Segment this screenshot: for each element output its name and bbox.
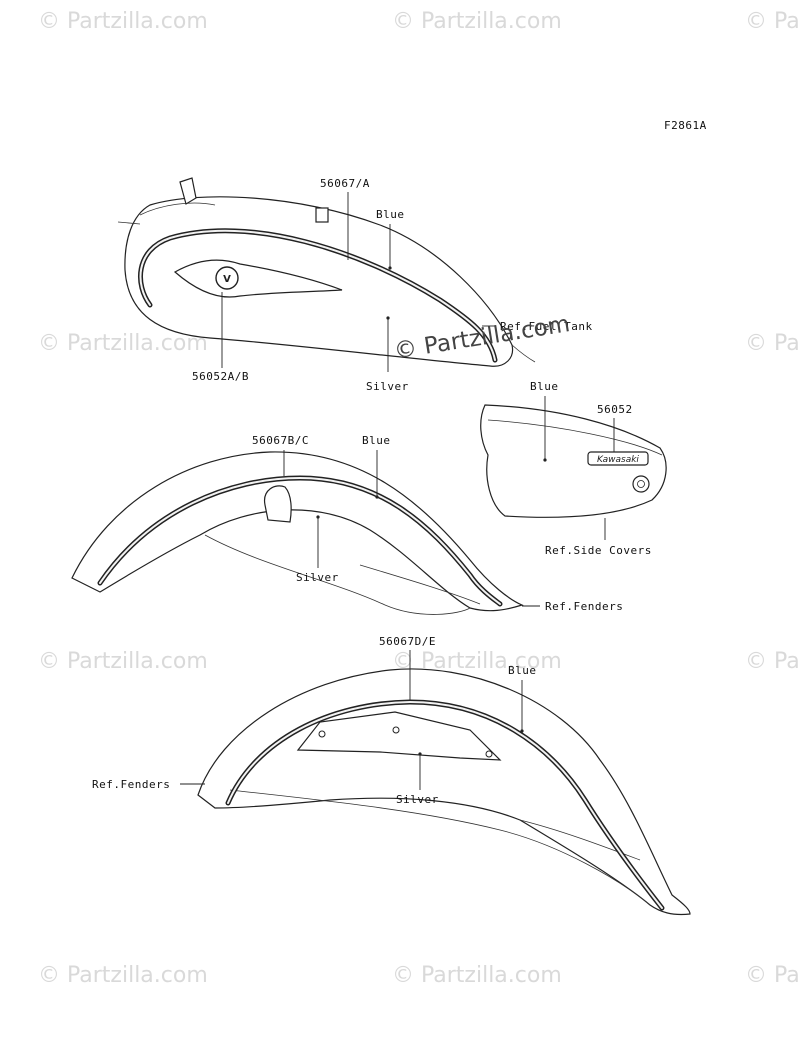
watermark-text: © Partzilla.com xyxy=(745,963,800,988)
front-fender-ref-label: Ref.Fenders xyxy=(545,600,623,613)
front-fender-silver-label: Silver xyxy=(296,571,339,584)
side-cover-logo-text: Kawasaki xyxy=(597,455,639,465)
rear-fender-part-number: 56067D/E xyxy=(379,635,436,648)
rear-fender-ref-label: Ref.Fenders xyxy=(92,778,170,791)
tank-part-number: 56067/A xyxy=(320,177,370,190)
rear-fender-callouts: 56067D/E Blue Silver Ref.Fenders xyxy=(92,635,537,806)
watermark-text: © Partzilla.com xyxy=(38,331,208,356)
watermark-text: © Partzilla.com xyxy=(392,963,562,988)
front-fender-blue-label: Blue xyxy=(362,434,391,447)
tank-silver-label: Silver xyxy=(366,380,409,393)
front-fender-part-number: 56067B/C xyxy=(252,434,309,447)
tank-blue-label: Blue xyxy=(376,208,405,221)
watermark-text: © Partzilla.com xyxy=(745,331,800,356)
watermark-text: © Partzilla.com xyxy=(38,649,208,674)
side-cover-ref-label: Ref.Side Covers xyxy=(545,544,652,557)
watermark-text: © Partzilla.com xyxy=(745,9,800,34)
tank-emblem xyxy=(173,259,343,298)
front-fender-callouts: 56067B/C Blue Silver Ref.Fenders xyxy=(252,434,623,613)
rear-fender-illustration xyxy=(197,668,691,916)
rear-fender-blue-label: Blue xyxy=(508,664,537,677)
watermark-text: © Partzilla.com xyxy=(38,963,208,988)
rear-fender-silver-label: Silver xyxy=(396,793,439,806)
watermark-text: © Partzilla.com xyxy=(392,9,562,34)
watermark-text: © Partzilla.com xyxy=(38,9,208,34)
watermark-layer: © Partzilla.com © Partzilla.com © Partzi… xyxy=(38,9,800,988)
side-cover-illustration: Kawasaki xyxy=(480,404,667,518)
side-cover-blue-label: Blue xyxy=(530,380,559,393)
side-cover-callouts: Blue 56052 Ref.Side Covers xyxy=(530,380,652,557)
watermark-text: © Partzilla.com xyxy=(745,649,800,674)
tank-emblem-part-number: 56052A/B xyxy=(192,370,249,383)
fuel-tank-callouts: 56067/A Blue Ref.Fuel Tank Silver 56052A… xyxy=(192,177,593,393)
tank-badge-circle xyxy=(215,266,239,290)
side-cover-logo-plate xyxy=(587,451,649,466)
tank-badge-letter: V xyxy=(223,274,231,285)
side-cover-part-number: 56052 xyxy=(597,403,633,416)
front-fender-illustration xyxy=(71,451,524,615)
figure-code: F2861A xyxy=(664,119,707,132)
tank-ref-label: Ref.Fuel Tank xyxy=(500,320,593,333)
